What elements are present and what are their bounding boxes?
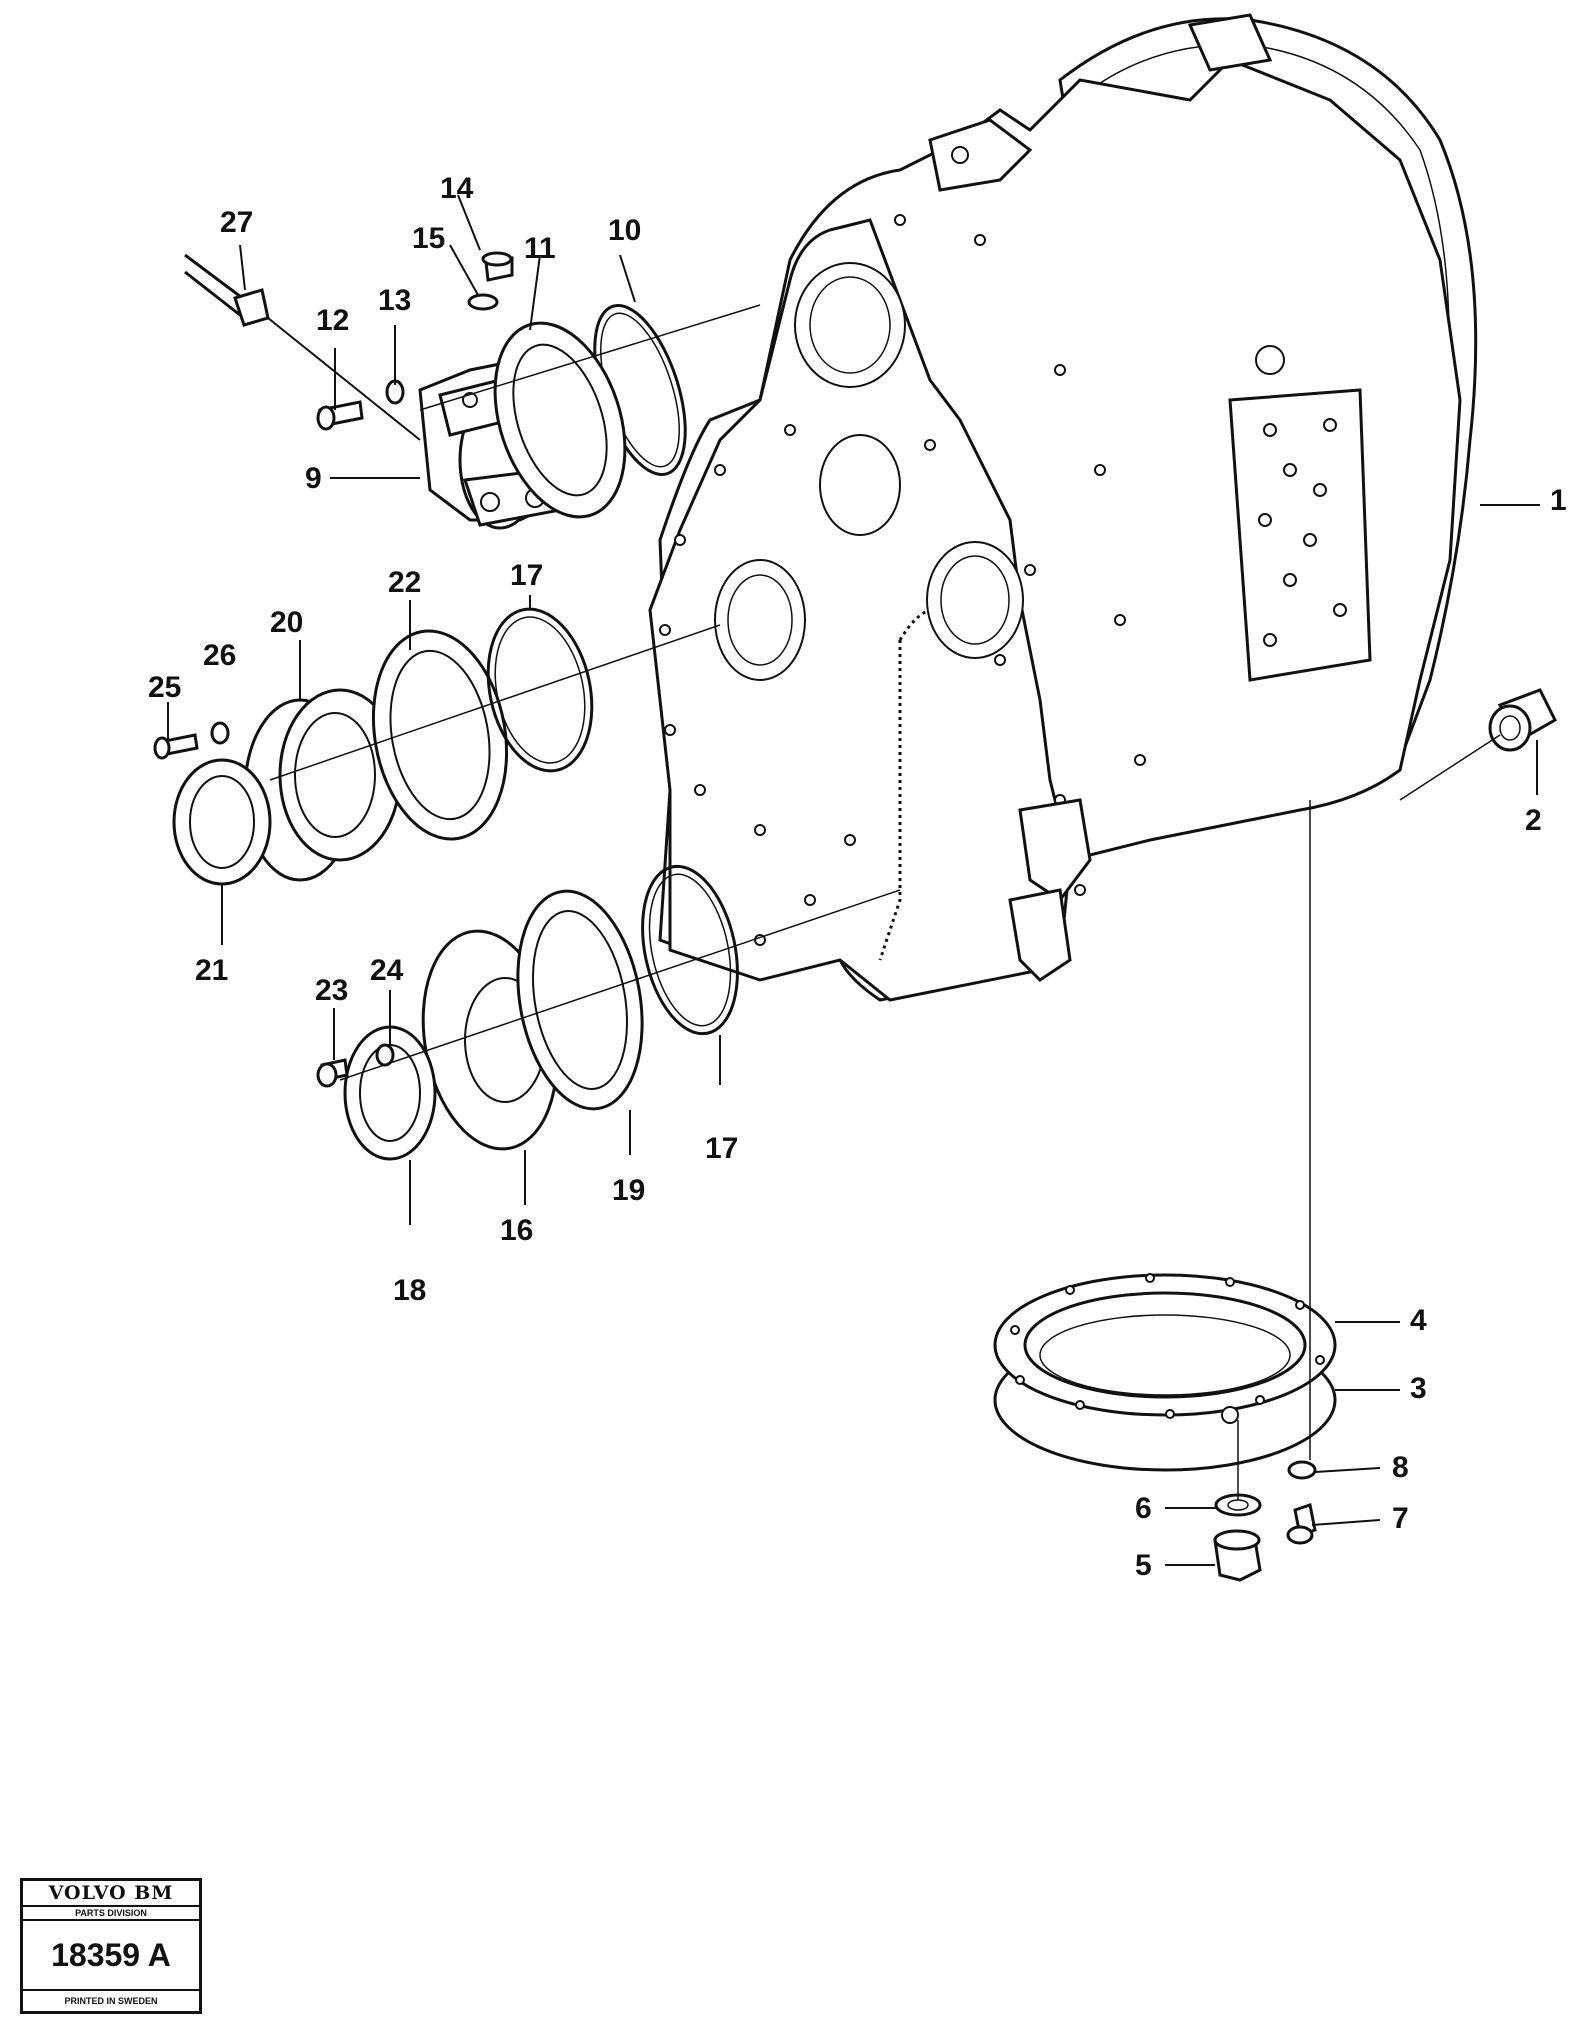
callout-3: 3 [1410, 1372, 1427, 1405]
callout-27: 27 [220, 206, 253, 239]
callout-12: 12 [316, 304, 349, 337]
seal-part-18 [343, 1025, 437, 1161]
callout-10: 10 [608, 214, 641, 247]
washer-part-8 [1287, 1460, 1317, 1480]
pipe-part-27 [184, 253, 421, 441]
callout-16: 16 [500, 1214, 533, 1247]
gasket-part-19 [516, 889, 644, 1111]
gasket-part-11 [493, 321, 627, 519]
washer-part-15 [467, 293, 499, 311]
callout-19: 19 [612, 1174, 645, 1207]
callout-17-lower: 17 [705, 1132, 738, 1165]
callout-2: 2 [1525, 804, 1542, 837]
seal-part-21 [172, 758, 272, 886]
callout-21: 21 [195, 954, 228, 987]
callout-23: 23 [315, 974, 348, 1007]
assembly-lines [269, 304, 1501, 1500]
callout-6: 6 [1135, 1492, 1152, 1525]
callout-22: 22 [388, 566, 421, 599]
washer-part-26 [210, 721, 230, 745]
callout-25: 25 [148, 671, 181, 704]
callout-9: 9 [305, 462, 322, 495]
stamp-number: 18359 A [23, 1921, 199, 1991]
flange-part-20 [243, 688, 402, 882]
callout-14: 14 [440, 172, 474, 205]
screw-part-7 [1286, 1503, 1317, 1545]
plug-part-14 [481, 251, 514, 282]
o-ring-part-17-upper [486, 607, 594, 773]
catalog-stamp: VOLVO BM PARTS DIVISION 18359 A PRINTED … [20, 1878, 202, 2014]
callout-labels: 1 2 3 4 5 6 7 8 9 10 11 12 13 14 15 16 1… [148, 172, 1567, 1582]
callout-4: 4 [1410, 1304, 1427, 1337]
stamp-brand: VOLVO BM [23, 1881, 199, 1907]
washer-part-24 [375, 1043, 395, 1067]
callout-15: 15 [412, 222, 445, 255]
ring-flange-parts-3-4 [993, 1273, 1337, 1472]
stamp-footer: PRINTED IN SWEDEN [64, 1996, 158, 2006]
callout-8: 8 [1392, 1451, 1409, 1484]
callout-24: 24 [370, 954, 404, 987]
callout-1: 1 [1550, 484, 1567, 517]
callout-13: 13 [378, 284, 411, 317]
callout-11: 11 [524, 232, 556, 265]
callout-5: 5 [1135, 1549, 1152, 1582]
callout-18: 18 [393, 1274, 426, 1307]
plug-part-2 [1488, 688, 1557, 752]
callout-7: 7 [1392, 1502, 1409, 1535]
bolt-part-12 [316, 400, 364, 431]
leader-lines [167, 194, 1540, 1566]
callout-17-upper: 17 [510, 559, 543, 592]
gasket-part-22 [371, 629, 509, 841]
screw-part-23 [316, 1058, 349, 1088]
drain-plug-part-5 [1213, 1529, 1262, 1582]
callout-20: 20 [270, 606, 303, 639]
transmission-housing [648, 13, 1478, 1002]
o-ring-part-17-lower [641, 864, 739, 1036]
stamp-division: PARTS DIVISION [23, 1907, 199, 1921]
screw-part-25 [153, 733, 199, 760]
callout-26: 26 [203, 639, 236, 672]
